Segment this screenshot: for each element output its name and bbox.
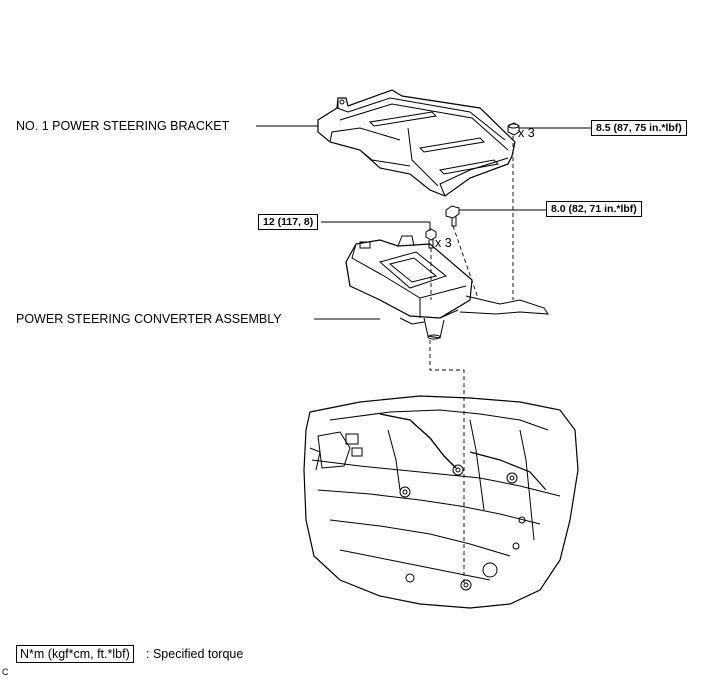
bracket-bolt-illustration (446, 206, 459, 226)
converter-label: POWER STEERING CONVERTER ASSEMBLY (16, 312, 282, 326)
legend-separator: : (146, 647, 150, 661)
torque-bolt-bracket: 8.0 (82, 71 in.*lbf) (546, 201, 642, 217)
legend-description-text: Specified torque (152, 647, 244, 661)
leader-lines (256, 126, 591, 319)
corner-mark: C (2, 667, 9, 677)
torque-bolt-converter: 12 (117, 8) (258, 214, 319, 230)
legend-description: : Specified torque (146, 647, 243, 661)
quantity-nut-bracket: x 3 (518, 126, 535, 140)
bracket-nut-illustration (508, 123, 519, 135)
bracket-illustration (318, 90, 515, 196)
legend-unit-box: N*m (kgf*cm, ft.*lbf) (16, 645, 134, 663)
alignment-lines (430, 136, 513, 584)
quantity-bolt-converter: x 3 (435, 236, 452, 250)
torque-nut-bracket: 8.5 (87, 75 in.*lbf) (591, 120, 687, 136)
converter-illustration (346, 236, 548, 339)
bracket-label: NO. 1 POWER STEERING BRACKET (16, 119, 230, 133)
vehicle-underbody-illustration (304, 396, 578, 608)
